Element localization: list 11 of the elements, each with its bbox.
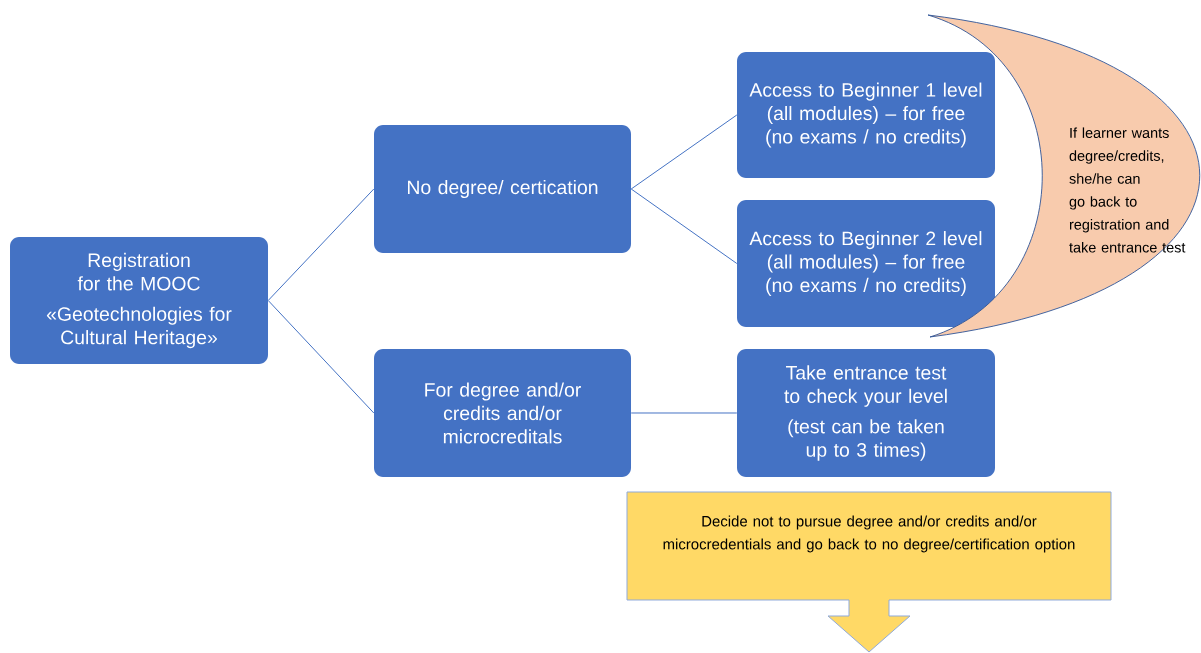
connector-line	[267, 300, 375, 414]
process-box: Access to Beginner 2 level (all modules) – for free (no exams / no credits)	[737, 200, 995, 327]
process-box: Access to Beginner 1 level (all modules) – for free (no exams / no credits)	[737, 52, 995, 178]
connector-line	[630, 412, 738, 414]
process-box: No degree/ certication	[374, 125, 631, 253]
process-box: Take entrance test to check your level (test can be taken up to 3 times)	[737, 349, 995, 477]
process-box: For degree and/or credits and/or microcreditals	[374, 349, 631, 477]
process-box: Registration for the MOOC «Geotechnologies for Cultural Heritage»	[10, 237, 268, 364]
connector-line	[630, 114, 738, 190]
connector-line	[630, 188, 738, 264]
connector-line	[267, 188, 375, 301]
